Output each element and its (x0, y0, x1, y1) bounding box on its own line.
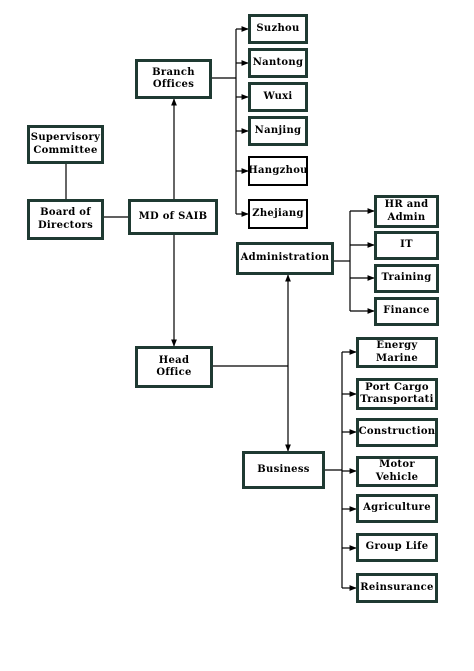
node-business-agriculture: Agriculture (356, 494, 438, 523)
node-head-office: Head Office (135, 346, 213, 388)
node-branch-wuxi: Wuxi (248, 82, 308, 112)
node-business-reinsurance: Reinsurance (356, 573, 438, 603)
node-admin-finance: Finance (374, 297, 439, 326)
node-business-energy-marine: Energy Marine (356, 337, 438, 368)
node-business-construction: Construction (356, 418, 438, 447)
node-branch-hangzhou: Hangzhou (248, 156, 308, 186)
node-business-group-life: Group Life (356, 533, 438, 562)
node-branch-zhejiang: Zhejiang (248, 199, 308, 229)
node-branch-nanjing: Nanjing (248, 116, 308, 146)
node-branch-offices: Branch Offices (135, 59, 212, 99)
node-administration: Administration (236, 242, 334, 275)
node-md: MD of SAIB (128, 199, 218, 235)
node-business: Business (242, 451, 325, 489)
node-business-motor-vehicle: Motor Vehicle (356, 456, 438, 487)
node-branch-nantong: Nantong (248, 48, 308, 78)
node-business-port-cargo: Port Cargo Transportati (356, 378, 438, 410)
node-admin-hr: HR and Admin (374, 195, 439, 228)
node-supervisory-committee: Supervisory Committee (27, 125, 104, 164)
node-admin-it: IT (374, 231, 439, 260)
node-admin-training: Training (374, 264, 439, 293)
node-branch-suzhou: Suzhou (248, 14, 308, 44)
node-board-of-directors: Board of Directors (27, 199, 104, 240)
